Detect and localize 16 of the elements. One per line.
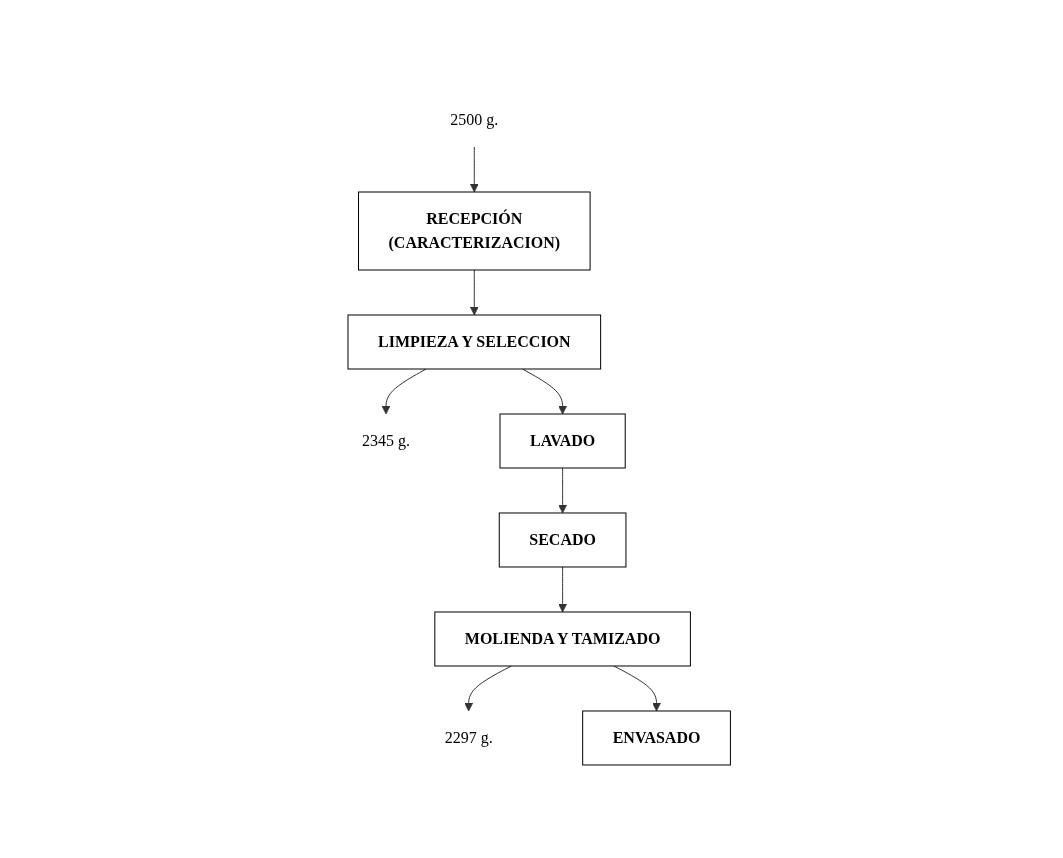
arrow bbox=[522, 368, 568, 415]
arrow bbox=[558, 566, 568, 613]
node-text: 2297 g. bbox=[444, 728, 493, 746]
node-box: SECADO bbox=[499, 512, 627, 568]
node-box: LIMPIEZA Y SELECCION bbox=[347, 314, 602, 370]
arrow bbox=[613, 665, 662, 712]
arrow bbox=[558, 467, 568, 514]
arrow bbox=[470, 269, 479, 316]
node-box: RECEPCIÓN (CARACTERIZACION) bbox=[358, 191, 591, 271]
node-text: 2345 g. bbox=[362, 431, 411, 449]
arrow bbox=[381, 368, 427, 415]
node-box: MOLIENDA Y TAMIZADO bbox=[434, 611, 692, 667]
arrow bbox=[470, 146, 479, 193]
node-box: ENVASADO bbox=[582, 710, 732, 766]
node-box: LAVADO bbox=[499, 413, 626, 469]
node-text: 2500 g. bbox=[450, 111, 499, 128]
